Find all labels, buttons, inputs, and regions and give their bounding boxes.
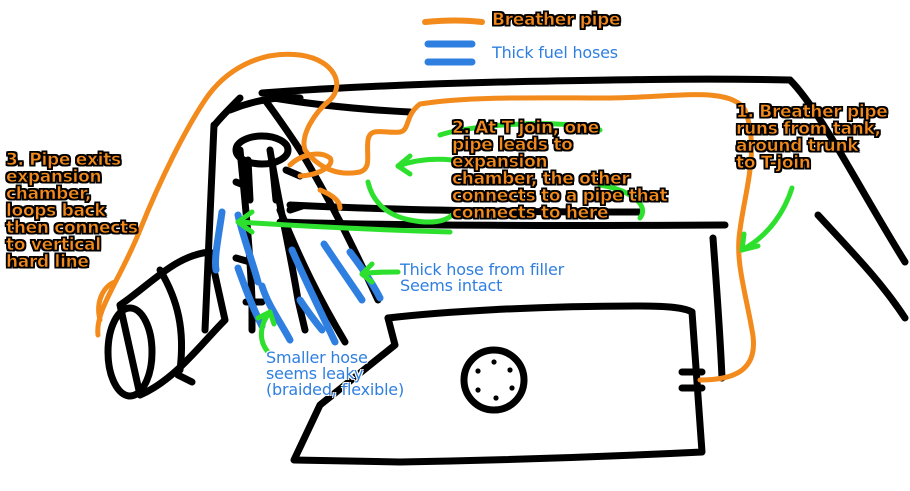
pointer-arrows <box>235 121 795 355</box>
annotation-note-3-line: then connects <box>6 218 139 238</box>
arrow-to-hardline <box>235 219 453 235</box>
breather-pipe <box>95 51 756 383</box>
expansion-chamber-end <box>104 304 156 400</box>
annotation-note-3-line: hard line <box>6 252 90 272</box>
tank-outlet-stub <box>678 368 706 392</box>
chamber-strap <box>174 371 196 386</box>
annotation-note-3-line: to vertical <box>6 235 102 255</box>
floor-top-line <box>384 302 696 322</box>
breather-tjoin <box>317 187 343 211</box>
rear-pillar-line <box>786 76 909 266</box>
annotation-note-2-line: 2. At T join, one <box>452 118 600 138</box>
filler-cap <box>232 132 292 168</box>
breather-loop <box>287 151 334 179</box>
legend-swatches <box>422 17 485 66</box>
arrow-to-small-hose-head <box>255 309 277 327</box>
diag-strut <box>261 96 304 154</box>
annotation-note-2: 2. At T join, one pipe leads to expansio… <box>452 118 668 223</box>
annotation-note-2-line: connects to here <box>452 203 609 223</box>
annotation-note-2-line: connects to a pipe that <box>452 186 668 206</box>
arrow-to-filler <box>359 269 401 277</box>
trunk-top-edge <box>258 75 794 97</box>
annotation-filler-hose: Thick hose from filler Seems intact <box>400 262 564 294</box>
annotation-note-1: 1. Breather pipe runs from tank, around … <box>736 102 888 173</box>
annotation-note-3-line: expansion <box>6 167 102 187</box>
chamber-band <box>156 266 186 374</box>
annotation-note-3-line: chamber, <box>6 184 92 204</box>
tank-access-cover <box>460 346 528 414</box>
fuel-hoses <box>212 208 384 346</box>
fuel-hose-6 <box>320 240 366 304</box>
legend-breather-label: Breather pipe <box>492 10 621 30</box>
arrow-to-hardline-head <box>235 209 255 235</box>
annotation-small-hose-line: seems leaky <box>266 364 364 383</box>
fuel-hose-5 <box>288 246 339 346</box>
arrow-loop-bottom <box>597 182 645 221</box>
arrow-loop-top <box>437 121 603 138</box>
fuel-hose-4 <box>258 282 294 344</box>
pipe-dash-3 <box>286 202 306 214</box>
annotation-small-hose-line: (braided, flexible) <box>266 380 404 399</box>
expansion-chamber-body <box>116 248 229 399</box>
annotation-note-1-line: 1. Breather pipe <box>736 102 888 122</box>
cover-bolts <box>475 359 515 401</box>
annotation-filler-hose-line: Seems intact <box>400 276 503 295</box>
chamber-box-left <box>201 121 218 334</box>
annotation-note-3-line: 3. Pipe exits <box>6 150 122 170</box>
annotation-filler-hose-line: Thick hose from filler <box>400 260 565 279</box>
breather-chamber-lead <box>96 279 118 323</box>
fuel-hose-3 <box>234 264 266 330</box>
arrow-to-filler-head <box>359 261 375 285</box>
tank-lower-line <box>276 218 729 230</box>
arrow-to-tjoin-head <box>395 153 413 177</box>
arrow-to-tank-pipe-head <box>739 231 761 253</box>
arrow-to-tank-pipe <box>739 185 795 253</box>
fender-curve <box>814 211 909 322</box>
fuel-hose-1 <box>212 208 226 274</box>
annotation-note-2-line: pipe leads to <box>452 135 573 155</box>
pipe-dash-2 <box>282 166 304 180</box>
annotation-note-2-line: chamber, the other <box>452 169 630 189</box>
annotation-small-hose: Smaller hose seems leaky (braided, flexi… <box>266 350 404 398</box>
annotation-note-3-line: loops back <box>6 201 106 221</box>
annotation-small-hose-line: Smaller hose <box>266 348 368 367</box>
annotation-note-1-line: to T-join <box>736 153 812 173</box>
pipe-dash-1 <box>232 178 250 190</box>
fuel-hose-8 <box>296 296 326 334</box>
tank-right-edge <box>709 234 726 382</box>
arrow-loop-link <box>365 179 455 225</box>
annotation-note-1-line: runs from tank, <box>736 119 882 139</box>
legend-breather-swatch <box>422 17 485 25</box>
chamber-box-diag <box>210 94 244 130</box>
annotation-note-3: 3. Pipe exits expansion chamber, loops b… <box>6 150 139 272</box>
annotation-note-2-line: expansion <box>452 152 548 172</box>
legend-fuel-label: Thick fuel hoses <box>492 43 618 62</box>
vertical-pipe <box>244 156 280 204</box>
breather-pipe-path <box>95 51 756 383</box>
annotation-note-1-line: around trunk <box>736 136 859 156</box>
floor-panel <box>290 308 706 466</box>
